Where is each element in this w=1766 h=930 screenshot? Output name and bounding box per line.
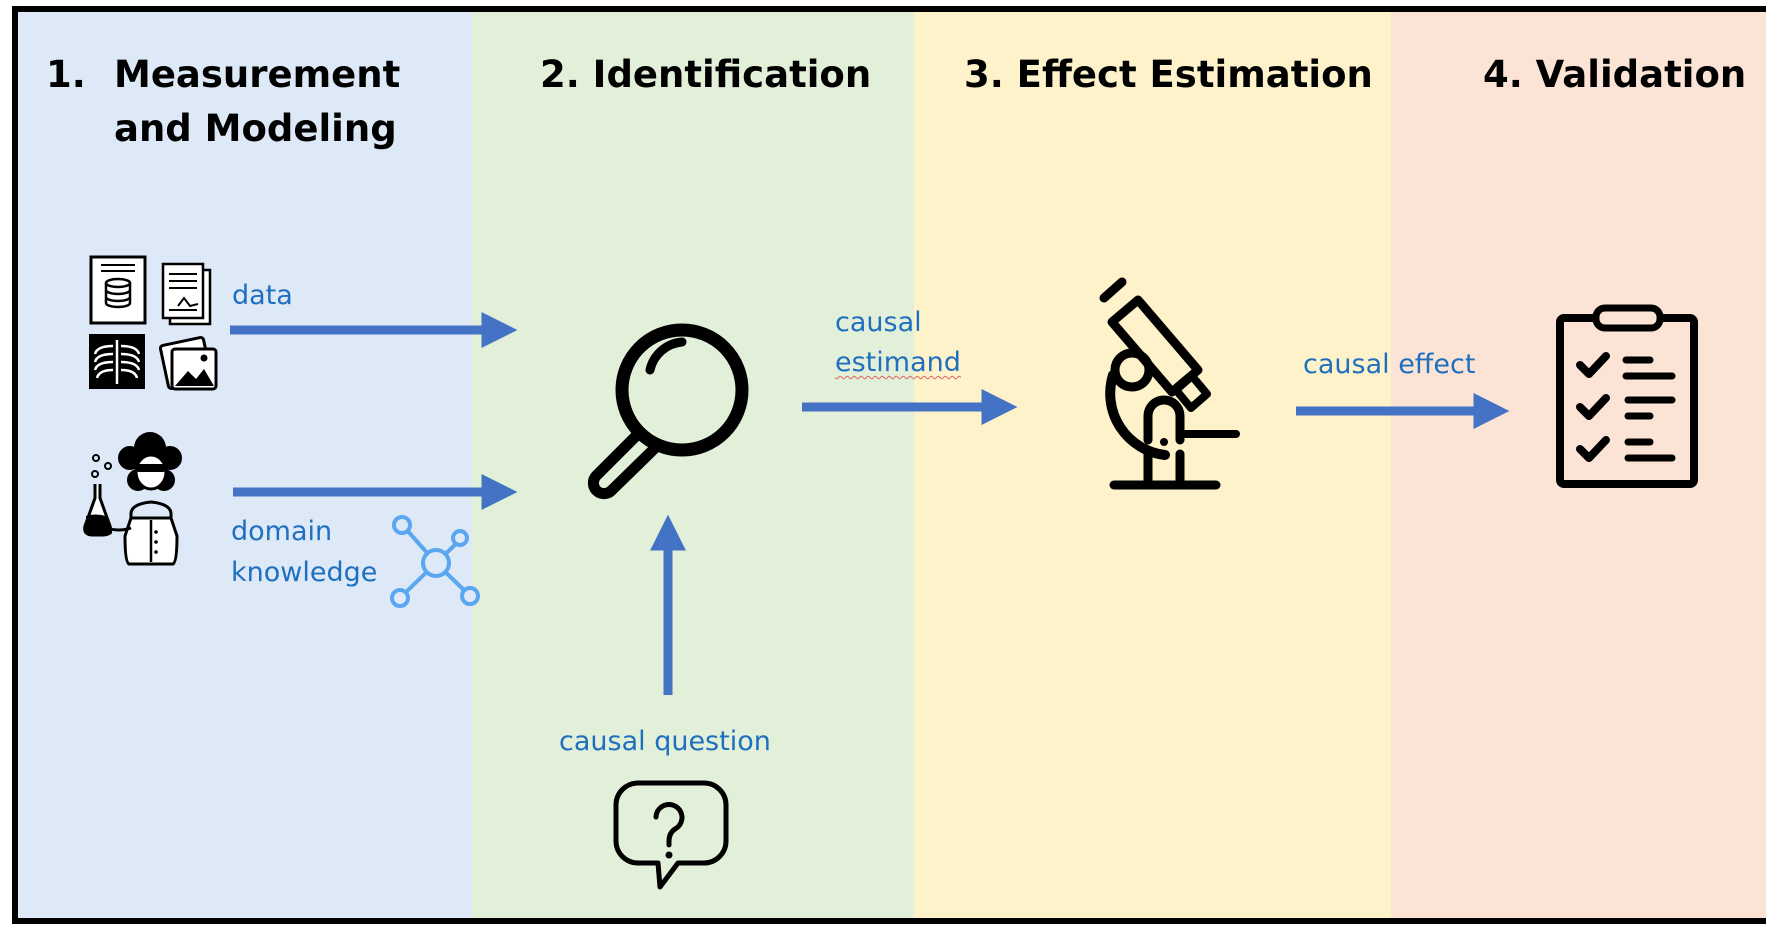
scientist-icon (83, 432, 182, 566)
xray-icon (89, 334, 145, 389)
question-bubble-icon (613, 780, 729, 890)
causal-estimand-label-line2: estimand (835, 347, 961, 378)
causal-estimand-label-line1: causal (835, 307, 922, 338)
stage-4-title: 4. Validation (1483, 53, 1747, 96)
stage-1-number: 1. (46, 53, 86, 96)
stage-validation-panel (1391, 12, 1766, 918)
image-icon (158, 335, 218, 391)
knowledge-graph-icon (390, 515, 480, 608)
domain-knowledge-label-line1: domain (231, 516, 333, 547)
causal-effect-label: causal effect (1303, 349, 1476, 380)
stage-measurement-panel (18, 12, 472, 918)
stage-2-title: 2. Identification (540, 53, 872, 96)
domain-knowledge-label-line2: knowledge (231, 557, 378, 588)
stage-identification-panel (472, 12, 914, 918)
database-icon (89, 255, 147, 325)
stage-1-title-line1: Measurement (114, 53, 401, 96)
stage-1-title-line2: and Modeling (114, 107, 397, 150)
diagram-frame (12, 6, 1766, 924)
stage-3-title: 3. Effect Estimation (964, 53, 1373, 96)
document-icon (161, 262, 212, 326)
data-label: data (232, 280, 293, 311)
magnifier-icon (587, 323, 749, 500)
checklist-icon (1556, 304, 1698, 488)
microscope-icon (1099, 277, 1240, 490)
causal-question-label: causal question (559, 726, 771, 757)
